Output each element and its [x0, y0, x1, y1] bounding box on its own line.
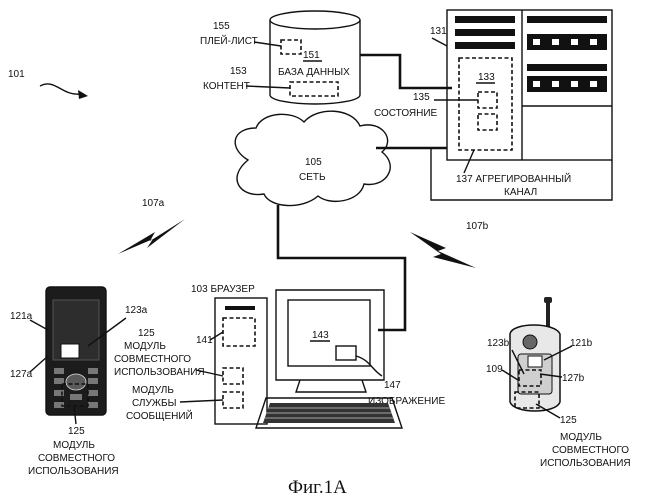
content-label: КОНТЕНТ — [203, 81, 250, 92]
playlist-label: ПЛЕЙ-ЛИСТ — [200, 34, 258, 47]
server-slot — [455, 16, 515, 23]
server-ref: 131 — [430, 26, 447, 37]
state-label: СОСТОЯНИЕ — [374, 108, 438, 119]
wireless-link-right: 107b — [410, 221, 489, 268]
tower-drive-slot — [225, 306, 255, 310]
monitor-stand — [296, 380, 366, 392]
share-module-ref: 125 — [138, 328, 155, 339]
link-right-ref: 107b — [466, 221, 489, 232]
phone-left — [46, 287, 106, 415]
browser-label: БРАУЗЕР — [210, 284, 255, 295]
channel-leader — [464, 150, 474, 173]
phone-left-app-block — [61, 344, 79, 358]
browser-ref-line: 103 БРАУЗЕР — [191, 284, 255, 295]
browser-block — [223, 318, 255, 346]
channel-block — [478, 114, 497, 130]
phone-right-module-line3: ИСПОЛЬЗОВАНИЯ — [540, 458, 631, 469]
server: 133 — [447, 10, 612, 160]
phone-right-ref-a: 123b — [487, 338, 510, 349]
content-leader — [246, 86, 290, 88]
image-block — [336, 346, 356, 360]
phone-right-module-line2: СОВМЕСТНОГО — [552, 445, 629, 456]
phone-left-ref-c: 127a — [10, 369, 33, 380]
db-server-link — [360, 55, 452, 88]
database-label: БАЗА ДАННЫХ — [278, 67, 350, 78]
phone-left-ref-b: 123a — [125, 305, 148, 316]
content-ref: 153 — [230, 66, 247, 77]
network-cloud: 105 СЕТЬ — [235, 111, 390, 205]
phone-right-ref-c: 109 — [486, 364, 503, 375]
content-block — [290, 82, 338, 96]
server-ref-leader — [432, 38, 447, 46]
network-ref: 105 — [305, 157, 322, 168]
system-ref-group: 101 — [8, 69, 88, 99]
phone-left-module-line3: ИСПОЛЬЗОВАНИЯ — [28, 466, 119, 477]
phone-left-ref-a: 121a — [10, 311, 33, 322]
computer-tower — [215, 298, 267, 424]
share-module-line2: СОВМЕСТНОГО — [114, 354, 191, 365]
msg-module-leader — [180, 400, 223, 402]
phone-right-antenna-tip — [544, 297, 552, 303]
computer-monitor: 143 — [276, 290, 384, 392]
channel-label-line2: КАНАЛ — [504, 187, 537, 198]
database: 151 БАЗА ДАННЫХ — [270, 11, 360, 104]
msg-module-line1: МОДУЛЬ — [132, 385, 174, 396]
phone-left-module-line2: СОВМЕСТНОГО — [38, 453, 115, 464]
screen-ref: 143 — [312, 330, 329, 341]
playlist-leader — [254, 42, 281, 46]
msg-module-line3: СООБЩЕНИЙ — [126, 409, 193, 422]
phone-right — [510, 297, 560, 411]
phone-right-ref-d: 127b — [562, 373, 585, 384]
phone-right-app-block — [528, 356, 542, 367]
channel-ref-line: 137 АГРЕГИРОВАННЫЙ — [456, 172, 571, 185]
playlist-ref: 155 — [213, 21, 230, 32]
playlist-block — [281, 40, 301, 54]
channel-label-line1: АГРЕГИРОВАННЫЙ — [475, 172, 571, 185]
channel-ref: 137 — [456, 174, 473, 185]
system-arrowhead — [78, 90, 88, 99]
server-slot — [455, 29, 515, 36]
system-arrow — [40, 84, 80, 94]
wireless-link-left: 107a — [118, 198, 185, 254]
phone-right-module-line1: МОДУЛЬ — [560, 432, 602, 443]
phone-left-module-line1: МОДУЛЬ — [53, 440, 95, 451]
network-computer-link — [278, 205, 405, 330]
state-ref: 135 — [413, 92, 430, 103]
phone-right-module-ref: 125 — [560, 415, 577, 426]
msg-module-line2: СЛУЖБЫ — [132, 398, 177, 409]
share-module-line1: МОДУЛЬ — [124, 341, 166, 352]
database-ref: 151 — [303, 50, 320, 61]
state-block — [478, 92, 497, 108]
phone-right-ref-b: 121b — [570, 338, 593, 349]
network-label: СЕТЬ — [299, 172, 326, 183]
phone-right-camera — [523, 335, 537, 349]
msg-module-block — [223, 392, 243, 408]
figure-caption: Фиг.1А — [288, 477, 347, 498]
system-ref: 101 — [8, 69, 25, 80]
browser-ref: 103 — [191, 284, 208, 295]
lightning-bolt-icon — [410, 232, 476, 268]
server-drive-bay — [522, 16, 612, 106]
database-top — [270, 11, 360, 29]
lightning-bolt-icon — [118, 219, 185, 254]
database-body — [270, 20, 360, 104]
share-module-line3: ИСПОЛЬЗОВАНИЯ — [114, 367, 205, 378]
server-slot — [455, 42, 515, 49]
phone-left-module-ref: 125 — [68, 426, 85, 437]
tower-ref: 141 — [196, 335, 213, 346]
aggregator-ref: 133 — [478, 72, 495, 83]
image-ref: 147 — [384, 380, 401, 391]
share-module-block — [223, 368, 243, 384]
link-left-ref: 107a — [142, 198, 165, 209]
